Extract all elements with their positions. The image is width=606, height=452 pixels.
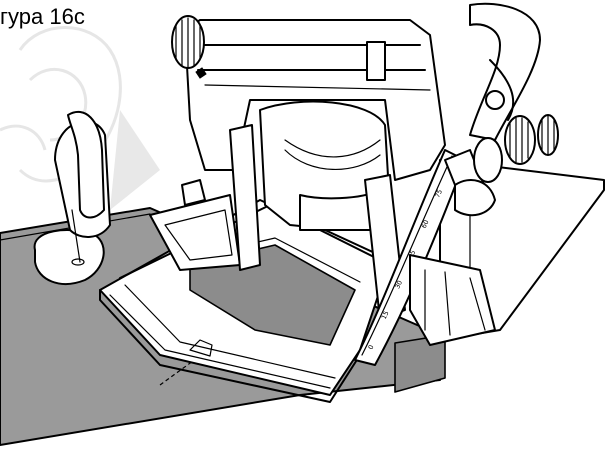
front-notch <box>189 339 213 357</box>
angle-scale-label: 75 <box>433 188 444 199</box>
figure-caption: гура 16c <box>0 4 85 29</box>
angle-scale-label: 0 <box>367 344 376 351</box>
handle-pivot <box>485 90 505 110</box>
clamp-stand <box>33 110 111 285</box>
height-knob <box>171 15 205 69</box>
handle <box>469 2 541 141</box>
left-post <box>229 124 261 271</box>
angle-scale-label: 15 <box>380 310 391 321</box>
angle-scale-label: 60 <box>420 219 431 230</box>
fence-window <box>189 244 356 346</box>
angle-scale-label: 30 <box>393 279 404 290</box>
frame-rivet <box>195 67 207 79</box>
bevel-lock-knob <box>444 114 559 217</box>
base-block <box>409 254 496 346</box>
frame-slot <box>366 41 386 81</box>
